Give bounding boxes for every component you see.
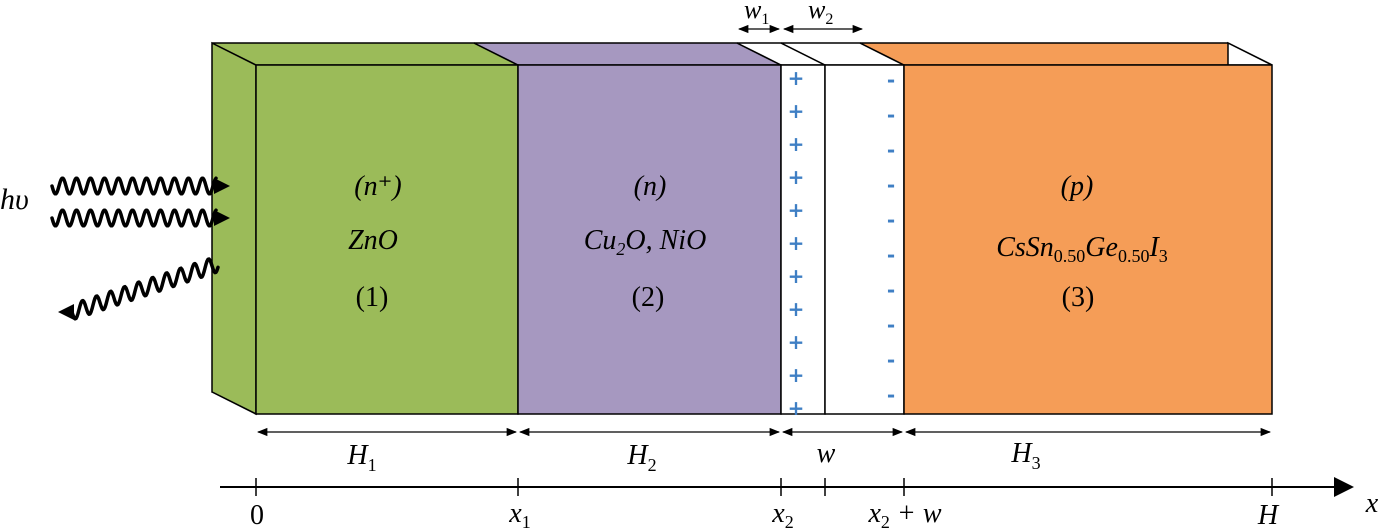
layer2-front: [517, 64, 782, 415]
light-arrowhead-3: [58, 304, 74, 320]
layer3-top-face: [859, 42, 1273, 66]
plus-charge: +: [788, 198, 805, 222]
plus-charge: +: [788, 396, 805, 420]
minus-charge: -: [887, 383, 895, 407]
light-arrowhead-2: [214, 210, 230, 226]
layer2-type: (n): [634, 171, 667, 202]
layer3-material: CsSn0.50Ge0.50I3: [996, 232, 1168, 266]
layer3-index: (3): [1062, 282, 1095, 313]
minus-charge: -: [887, 313, 895, 337]
tick-label-x1: x1: [508, 498, 530, 530]
layer2-index: (2): [632, 282, 665, 313]
layer3-type: (p): [1061, 171, 1094, 202]
top-right-corner: [1227, 41, 1273, 66]
tick-label-x2-plus-w: x2 + w: [867, 498, 941, 530]
light-wave-1: [50, 176, 218, 196]
tick-label-H: H: [1257, 500, 1280, 530]
layer1-type: (n⁺): [354, 171, 401, 202]
minus-charge: -: [887, 103, 895, 127]
minus-charge: -: [887, 138, 895, 162]
minus-charge: -: [887, 278, 895, 302]
layer3-front: [903, 64, 1273, 415]
plus-charge: +: [788, 264, 805, 288]
plus-charge: +: [788, 66, 805, 90]
block-back-faces: [211, 41, 1273, 416]
H2-label: H2: [626, 440, 656, 475]
plus-charge: +: [788, 99, 805, 123]
plus-charge: +: [788, 297, 805, 321]
layer1-material: ZnO: [348, 225, 398, 256]
plus-charge: +: [788, 330, 805, 354]
plus-charge: +: [788, 363, 805, 387]
light-label: hυ: [0, 183, 29, 216]
layer1-side-face: [211, 41, 257, 416]
tick-label-x2: x2: [771, 498, 793, 530]
w-label: w: [817, 438, 836, 469]
axis-name-x: x: [1365, 488, 1379, 519]
light-wave-3: [70, 257, 220, 321]
plus-charge: +: [788, 132, 805, 156]
tick-label-0: 0: [250, 500, 264, 530]
depletion-w2-front: [824, 64, 905, 415]
w2-label: w2: [808, 0, 833, 28]
light-wave-2: [50, 208, 218, 228]
negative-charges: - - - - - - - - - -: [887, 68, 895, 407]
minus-charge: -: [887, 173, 895, 197]
layer2-material: Cu2O, NiO: [584, 225, 707, 259]
minus-charge: -: [887, 243, 895, 267]
H1-label: H1: [346, 440, 376, 475]
layer1-top-face: [211, 42, 519, 66]
light-waves: [50, 176, 220, 321]
light-arrowhead-1: [214, 178, 230, 194]
positive-charges: + + + + + + + + + + +: [788, 66, 805, 420]
layer2-top-face: [473, 42, 782, 66]
w1-label: w1: [744, 0, 769, 28]
minus-charge: -: [887, 68, 895, 92]
H3-label: H3: [1010, 438, 1040, 473]
layer1-index: (1): [356, 282, 389, 313]
minus-charge: -: [887, 348, 895, 372]
plus-charge: +: [788, 165, 805, 189]
plus-charge: +: [788, 231, 805, 255]
minus-charge: -: [887, 208, 895, 232]
block-front-faces: [255, 64, 1273, 415]
depletion-w1-front: [780, 64, 826, 415]
